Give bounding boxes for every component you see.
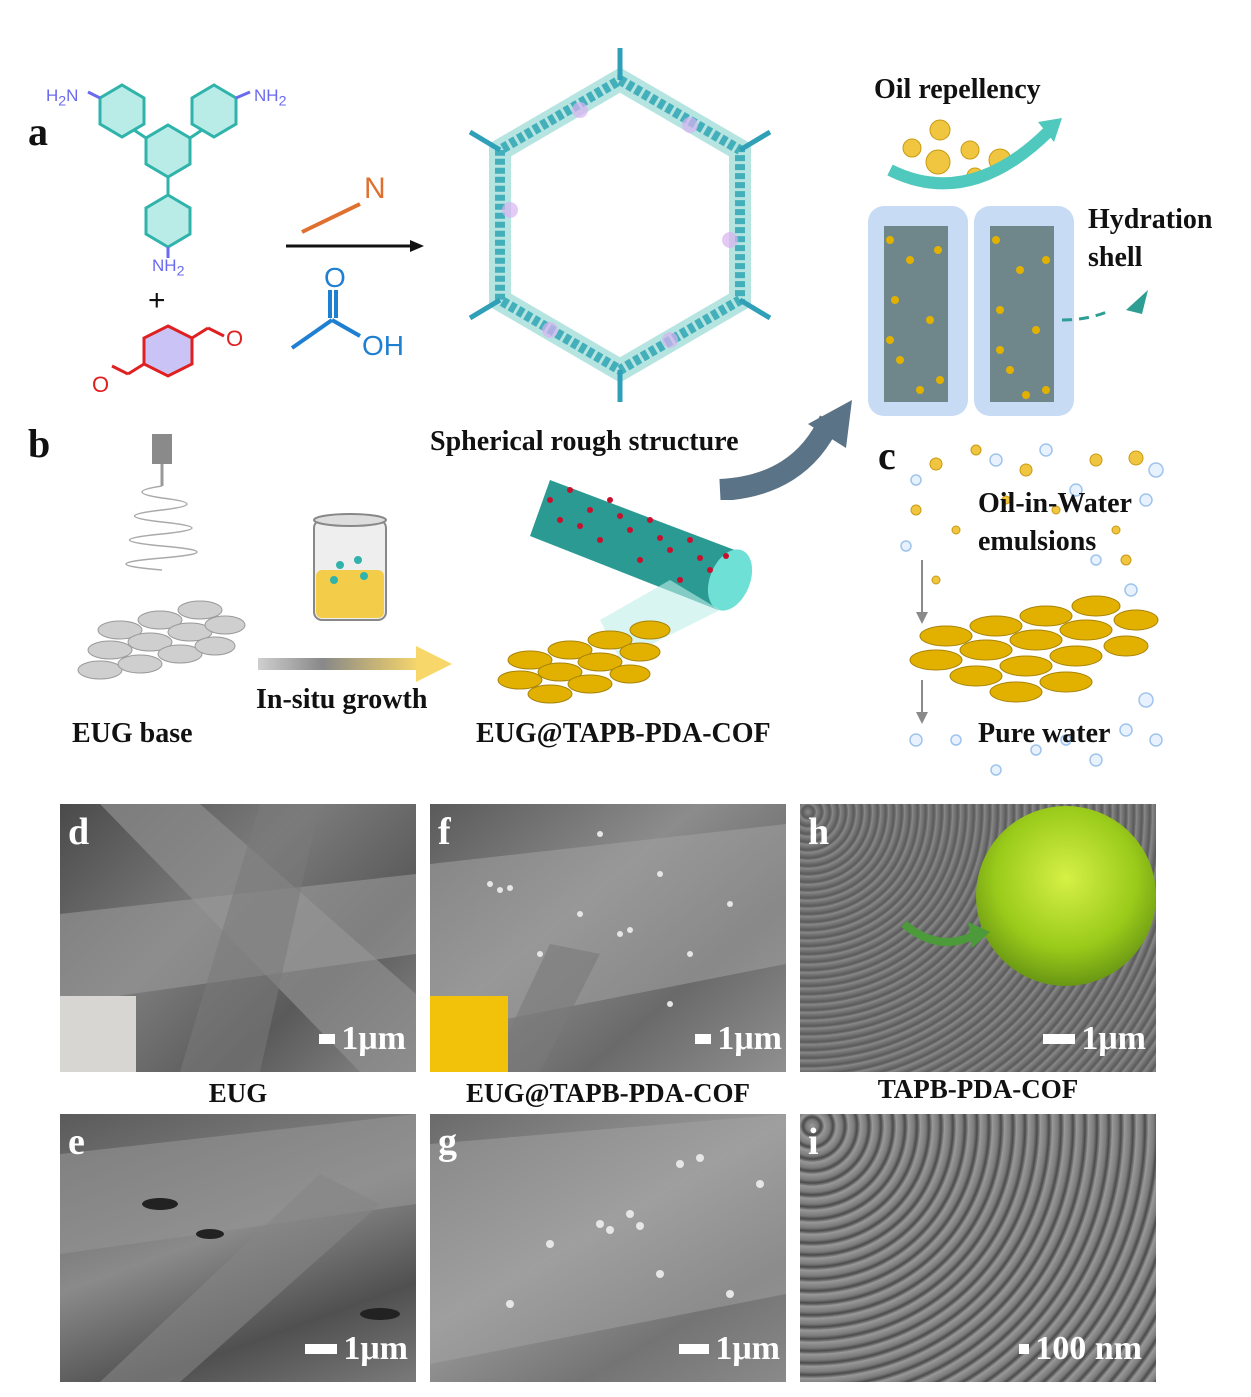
pure-water-label: Pure water bbox=[978, 718, 1111, 749]
slate-curved-arrow bbox=[719, 400, 852, 500]
oil-in-water-label-1: Oil-in-Water bbox=[978, 488, 1132, 519]
sem-e-fibers bbox=[60, 1114, 416, 1382]
caption-eug-cof: EUG@TAPB-PDA-COF bbox=[465, 1078, 751, 1108]
sem-image-h: h 1μm bbox=[800, 804, 1156, 1072]
sem-letter-e: e bbox=[68, 1121, 85, 1163]
aldehyde-o-left: O bbox=[92, 372, 110, 397]
caption-cof: TAPB-PDA-COF bbox=[877, 1074, 1079, 1104]
in-situ-growth-arrow bbox=[258, 646, 452, 682]
cof-magnified-inset bbox=[976, 806, 1156, 986]
panel-letter-c: c bbox=[878, 433, 896, 478]
sem-d-fibers bbox=[60, 804, 416, 1072]
sem-image-e: e 1μm bbox=[60, 1114, 416, 1382]
eug-base-illustration bbox=[77, 434, 246, 680]
eug-base-label: EUG base bbox=[72, 718, 193, 749]
sem-d-scalebar: 1μm bbox=[319, 1020, 406, 1058]
sem-h-scalebar: 1μm bbox=[1043, 1020, 1146, 1058]
aldehyde-o-right: O bbox=[226, 326, 244, 351]
sem-image-i: i 100 nm bbox=[800, 1114, 1156, 1382]
beaker-icon bbox=[313, 513, 387, 621]
sem-image-g: g 1μm bbox=[430, 1114, 786, 1382]
tapb-monomer-structure bbox=[87, 83, 251, 378]
oil-in-water-label-2: emulsions bbox=[978, 526, 1097, 557]
panel-letter-a: a bbox=[28, 109, 48, 154]
in-situ-growth-label: In-situ growth bbox=[256, 684, 428, 715]
amine-right-label: NH2 bbox=[254, 86, 287, 110]
sem-f-fibers bbox=[430, 824, 786, 1072]
sem-image-d: d 1μm bbox=[60, 804, 416, 1072]
caption-eug: EUG bbox=[208, 1078, 268, 1108]
hydration-arrowhead bbox=[1126, 290, 1148, 314]
hydration-label-2: shell bbox=[1088, 242, 1143, 273]
spherical-rough-label: Spherical rough structure bbox=[430, 426, 739, 457]
sem-f-scalebar: 1μm bbox=[695, 1020, 782, 1058]
sem-g-fibers bbox=[430, 1114, 786, 1364]
sem-letter-g: g bbox=[438, 1121, 457, 1163]
nitrile-n: N bbox=[364, 172, 386, 205]
panel-letter-b: b bbox=[28, 421, 51, 466]
eug-photo-inset bbox=[60, 996, 136, 1072]
sem-e-scalebar: 1μm bbox=[305, 1330, 408, 1368]
oil-repellency-label: Oil repellency bbox=[874, 74, 1041, 105]
sem-letter-h: h bbox=[808, 811, 830, 853]
amine-bottom-label: NH2 bbox=[152, 256, 185, 280]
eug-cof-label: EUG@TAPB-PDA-COF bbox=[476, 718, 771, 749]
cof-photo-inset bbox=[430, 996, 508, 1072]
cof-coated-fiber-illustration bbox=[497, 480, 753, 704]
sem-letter-d: d bbox=[68, 811, 90, 853]
sem-g-scalebar: 1μm bbox=[679, 1330, 780, 1368]
inset-arrow bbox=[901, 920, 990, 948]
sem-image-f: f 1μm bbox=[430, 804, 786, 1072]
plus-sign: + bbox=[148, 284, 166, 317]
amine-left-label: H2N bbox=[46, 86, 79, 110]
acid-oh: OH bbox=[362, 330, 404, 361]
cof-framework-illustration bbox=[468, 48, 772, 402]
sem-i-scalebar: 100 nm bbox=[1019, 1330, 1142, 1368]
sem-letter-i: i bbox=[808, 1121, 819, 1163]
hydration-label-1: Hydration bbox=[1088, 204, 1213, 235]
reaction-arrow bbox=[286, 202, 424, 350]
fiber-hydration-illustration bbox=[868, 118, 1110, 416]
acid-o: O bbox=[324, 262, 346, 293]
sem-letter-f: f bbox=[438, 811, 451, 853]
emulsion-separation-illustration bbox=[900, 443, 1164, 776]
